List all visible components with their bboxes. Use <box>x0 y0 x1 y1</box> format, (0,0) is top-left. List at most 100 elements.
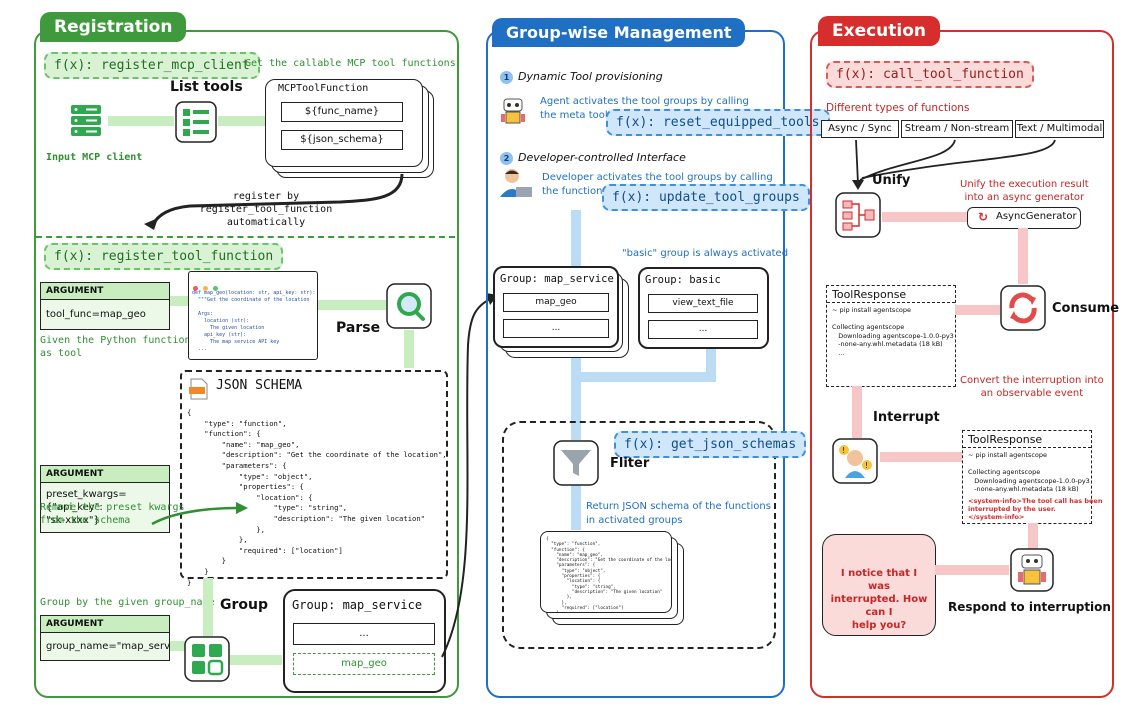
dot-green-icon <box>213 286 219 291</box>
mini-json-card: { "type": "function", "function": { "nam… <box>540 531 672 613</box>
async-generator-label: AsyncGenerator <box>996 211 1077 222</box>
mini-json-code: { "type": "function", "function": { "nam… <box>546 537 671 612</box>
agent-robot-icon <box>1010 548 1054 592</box>
connector-bar-5 <box>404 330 414 368</box>
step2-number-icon: 2 <box>500 152 513 165</box>
tool-response-title-2: ToolResponse <box>968 433 1043 446</box>
tool-response-box-1: ToolResponse ~ pip install agentscope Co… <box>826 285 956 387</box>
fx-call-tool-function: f(x): call_tool_function <box>826 61 1034 88</box>
argument-preset-kwargs: ARGUMENT preset_kwargs={"api_key": "sk-x… <box>40 465 170 533</box>
mgmt-item-map-geo: map_geo <box>503 293 609 312</box>
server-icon <box>71 105 101 136</box>
window-dots <box>193 276 219 295</box>
developer-icon <box>500 169 532 197</box>
tool-response-system-info: <system-info>The tool call has been inte… <box>968 497 1103 522</box>
tool-response-rule-2 <box>963 447 1091 448</box>
return-text: Return JSON schema of the functions in a… <box>586 501 771 526</box>
connector-bar-1 <box>108 116 174 126</box>
red-connector-3 <box>955 305 1000 315</box>
given-python-function: Given the Python function as tool <box>40 335 191 359</box>
convert-text: Convert the interruption into an observa… <box>960 375 1104 399</box>
red-connector-1 <box>882 212 967 222</box>
step2-title: Developer-controlled Interface <box>518 151 686 164</box>
group-map-service-mgmt-card: Group: map_service map_geo ... <box>493 266 619 348</box>
list-tools-icon <box>175 101 217 143</box>
mcp-tool-function-card: MCPToolFunction ${func_name} ${json_sche… <box>265 79 423 167</box>
execution-title: Execution <box>818 16 941 46</box>
connector-bar-2 <box>218 116 266 126</box>
registration-title: Registration <box>40 12 187 42</box>
argument-header: ARGUMENT <box>41 616 169 633</box>
argument-header: ARGUMENT <box>41 283 169 300</box>
mgmt-item-ellipsis: ... <box>503 319 609 338</box>
red-connector-7 <box>935 565 1009 575</box>
remove-preset-text: Remove the preset kwargs from the schema <box>40 502 185 526</box>
group-label: Group <box>220 597 269 613</box>
fx-reset-equipped-tools: f(x): reset_equipped_tools <box>606 109 830 136</box>
async-generator-box: ↻ AsyncGenerator <box>967 207 1081 229</box>
consume-label: Consume <box>1052 301 1120 316</box>
filter-area <box>502 421 776 649</box>
fx-update-tool-groups: f(x): update_tool_groups <box>602 184 810 211</box>
register-arrow <box>144 173 404 230</box>
argument-header: ARGUMENT <box>41 466 169 483</box>
execution-panel <box>810 30 1114 698</box>
basic-item-view-text-file: view_text_file <box>648 294 758 313</box>
fx-get-json-schemas: f(x): get_json_schemas <box>614 431 807 458</box>
blue-connector-basic <box>706 348 716 382</box>
robot-icon <box>501 98 525 124</box>
connector-bar-6 <box>203 578 213 636</box>
type-async-sync: Async / Sync <box>821 120 899 138</box>
group-basic-title: Group: basic <box>645 274 721 286</box>
json-schema-box: JSON SCHEMA { "type": "function", "funct… <box>180 370 448 587</box>
group-map-service-title: Group: map_service <box>292 598 423 612</box>
remove-arrow <box>151 502 248 526</box>
list-tools-label: List tools <box>170 79 243 95</box>
mcp-tool-function-title: MCPToolFunction <box>278 83 369 94</box>
step1-title: Dynamic Tool provisioning <box>518 70 663 83</box>
group-item-ellipsis: ... <box>293 623 435 645</box>
svg-text:!: ! <box>842 446 845 455</box>
code-snippet: def map_geo(location: str, api_key: str)… <box>192 290 316 352</box>
argument-tool-func: ARGUMENT tool_func=map_geo <box>40 282 170 330</box>
group-icon <box>184 636 230 682</box>
step1-text: Agent activates the tool groups by calli… <box>540 96 749 121</box>
input-mcp-client-label: Input MCP client <box>46 152 143 163</box>
group-item-map-geo: map_geo <box>293 653 435 675</box>
unify-icon <box>835 192 881 238</box>
blue-connector-lower <box>571 470 581 530</box>
svg-text:!: ! <box>865 461 868 470</box>
parse-label: Parse <box>336 320 381 336</box>
fx-register-mcp-client: f(x): register_mcp_client <box>44 52 260 79</box>
red-connector-6 <box>1028 523 1038 549</box>
basic-group-note: "basic" group is always activated <box>622 248 789 259</box>
fx-register-tool-function: f(x): register_tool_function <box>44 243 284 270</box>
interrupt-label: Interrupt <box>873 410 940 425</box>
red-connector-5 <box>880 452 962 462</box>
step2-text: Developer activates the tool groups by c… <box>542 172 773 197</box>
blue-connector-horizontal <box>571 372 716 382</box>
dot-yellow-icon <box>203 286 209 291</box>
register-note: register by register_tool_function autom… <box>199 191 333 228</box>
tool-response-title-1: ToolResponse <box>832 288 907 301</box>
json-schema-code: { "type": "function", "function": { "nam… <box>187 408 447 587</box>
connector-bar-7 <box>170 641 186 651</box>
connector-bar-8 <box>230 655 282 665</box>
json-schema-title: JSON SCHEMA <box>216 378 303 393</box>
response-bubble: I notice that I was interrupted. How can… <box>822 534 936 636</box>
group-by-text: Group by the given group_name <box>40 597 215 608</box>
group-management-title: Group-wise Management <box>492 18 746 47</box>
filter-icon <box>553 440 599 486</box>
different-types-label: Different types of functions <box>826 102 970 114</box>
search-icon <box>386 283 432 329</box>
unify-text: Unify the execution result into an async… <box>960 179 1089 203</box>
json-schema-field: ${json_schema} <box>281 130 403 150</box>
group-map-service-card: Group: map_service ... map_geo <box>283 589 446 693</box>
registration-panel <box>34 30 459 698</box>
consume-icon <box>1000 285 1046 331</box>
tool-response-body-1: ~ pip install agentscope Collecting agen… <box>832 306 954 357</box>
tool-response-box-2: ToolResponse ~ pip install agentscope Co… <box>962 430 1102 524</box>
registration-divider <box>36 236 455 238</box>
red-connector-4 <box>852 386 862 438</box>
argument-value: preset_kwargs={"api_key": "sk-xxxx"} <box>46 489 127 526</box>
